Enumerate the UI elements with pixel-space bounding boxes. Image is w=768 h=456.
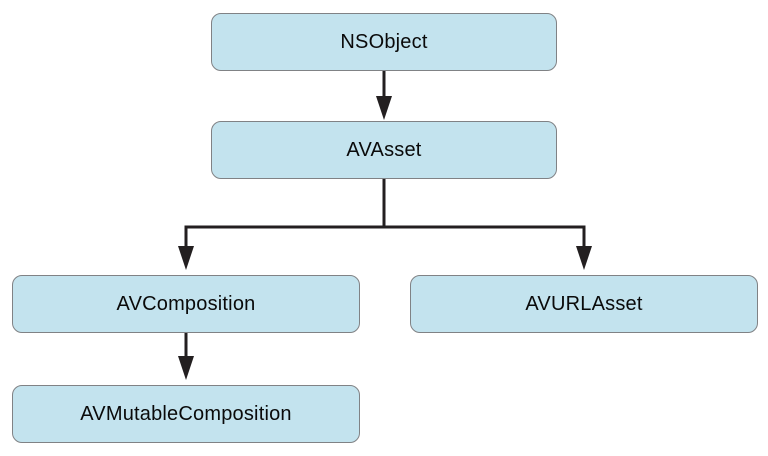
node-avurlasset-label: AVURLAsset — [525, 292, 643, 315]
arrow-avasset-avcomposition — [178, 225, 194, 270]
node-nsobject-label: NSObject — [340, 30, 428, 53]
arrow-avasset-branch — [186, 179, 584, 229]
arrow-avasset-avurlasset — [576, 225, 592, 270]
node-avmutablecomposition: AVMutableComposition — [12, 385, 360, 443]
arrow-nsobject-avasset — [376, 71, 392, 120]
node-avasset-label: AVAsset — [346, 138, 422, 161]
node-avasset: AVAsset — [211, 121, 557, 179]
node-avcomposition-label: AVComposition — [116, 292, 256, 315]
node-nsobject: NSObject — [211, 13, 557, 71]
arrow-avcomposition-avmutablecomposition — [178, 333, 194, 380]
node-avurlasset: AVURLAsset — [410, 275, 758, 333]
node-avmutablecomposition-label: AVMutableComposition — [80, 402, 292, 425]
node-avcomposition: AVComposition — [12, 275, 360, 333]
